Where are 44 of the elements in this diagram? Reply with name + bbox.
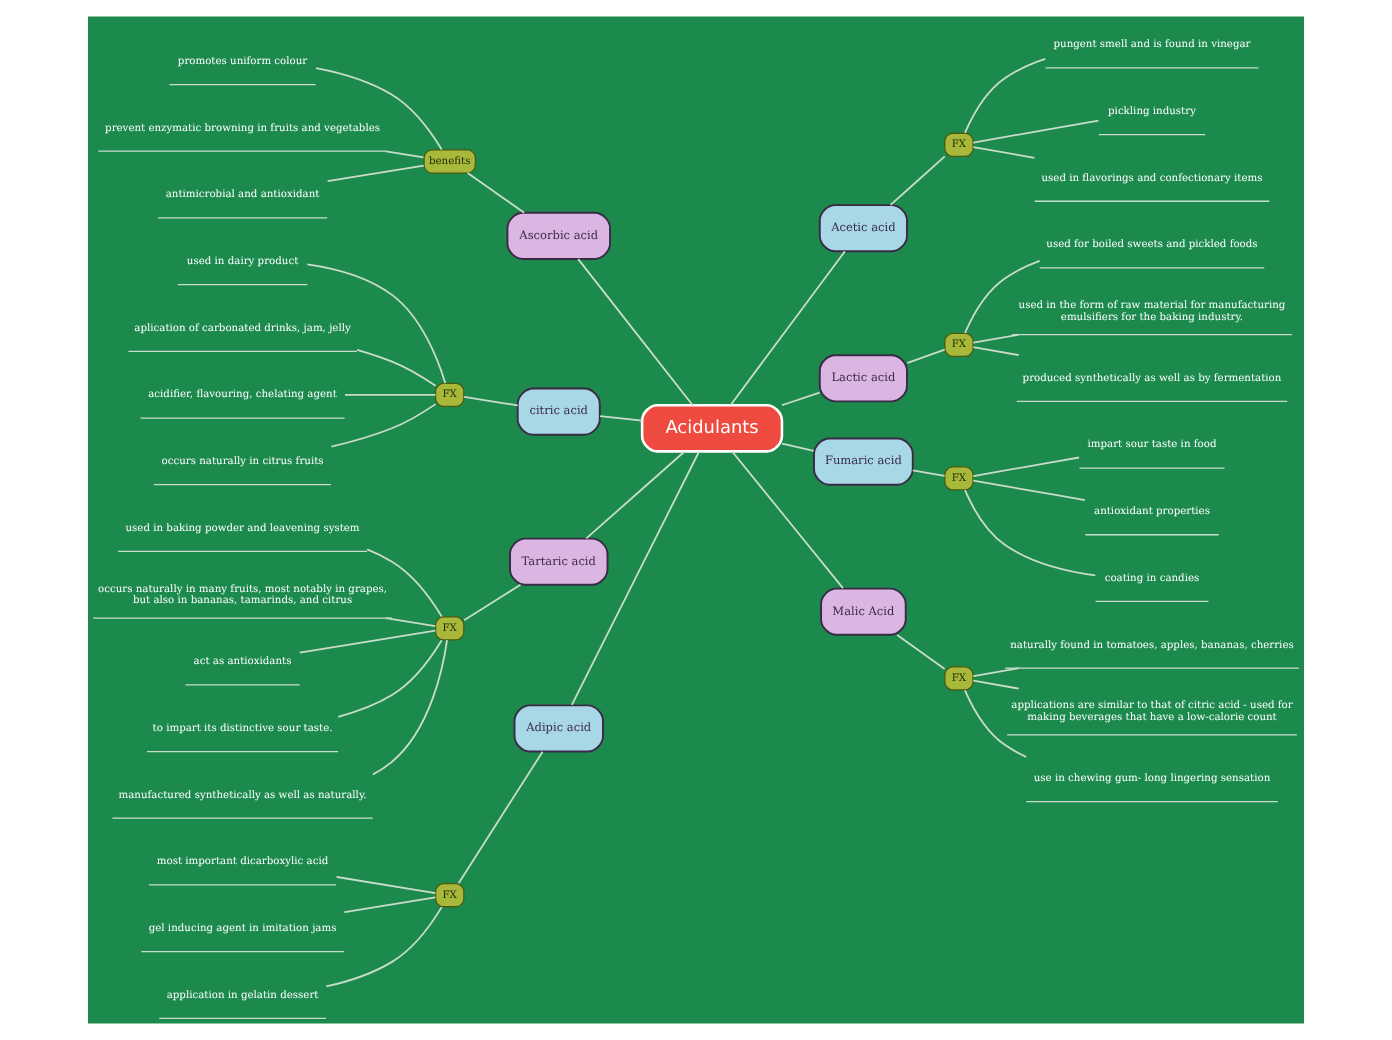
connector (385, 617, 437, 628)
connector (964, 57, 1047, 134)
connector (337, 639, 443, 718)
connector (315, 67, 443, 151)
connector (325, 906, 443, 988)
connector (466, 172, 526, 214)
connector (385, 150, 425, 159)
connector (972, 119, 1100, 144)
connector (366, 548, 443, 618)
connector (335, 876, 437, 894)
connector (896, 634, 946, 670)
connector (344, 394, 437, 396)
connector (964, 260, 1041, 334)
connector (577, 258, 694, 406)
connector (911, 469, 946, 477)
connector (972, 679, 1020, 690)
connector (781, 442, 815, 452)
connector (356, 348, 437, 387)
node-box: Acidulants (640, 403, 784, 453)
connector (906, 348, 946, 364)
connector (972, 479, 1086, 502)
connector (964, 689, 1027, 758)
connector (781, 391, 821, 407)
connector (457, 750, 544, 885)
connector (972, 456, 1080, 477)
connector (972, 667, 1020, 677)
connector (570, 450, 700, 706)
connector (326, 164, 425, 183)
connector (599, 415, 643, 422)
connector (972, 333, 1020, 344)
connector (729, 250, 846, 406)
connector (343, 896, 437, 914)
connector (964, 489, 1097, 577)
connector (889, 155, 946, 206)
connector (585, 450, 686, 540)
connector (372, 639, 448, 776)
connector (972, 146, 1036, 159)
connector (972, 346, 1020, 357)
connector (731, 450, 844, 589)
connector (298, 629, 437, 654)
connector (463, 396, 519, 407)
connector (330, 403, 437, 448)
connector (306, 263, 447, 385)
connector (463, 583, 522, 622)
